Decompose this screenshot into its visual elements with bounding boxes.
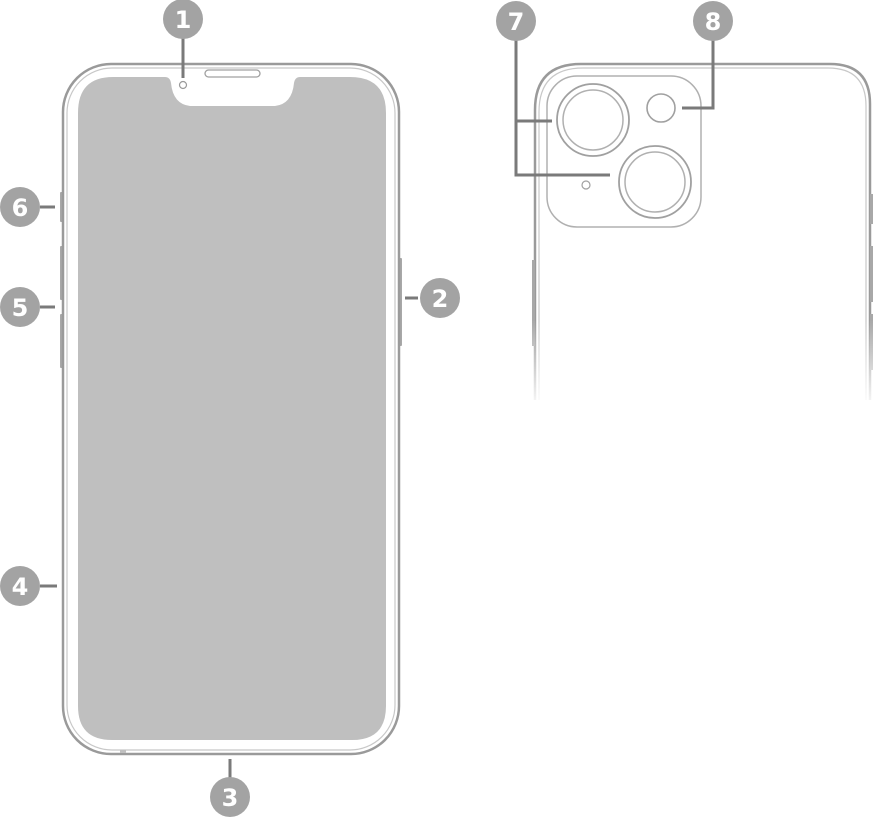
callout-4-number: 4 xyxy=(12,573,29,601)
callout-7-number: 7 xyxy=(508,8,525,36)
callout-3: 3 xyxy=(210,777,250,817)
back-frame-inner xyxy=(538,67,867,400)
back-fade xyxy=(525,320,875,410)
leader-7 xyxy=(514,119,610,177)
back-view xyxy=(525,62,875,410)
callout-2-number: 2 xyxy=(432,285,449,313)
phone-frame-inner xyxy=(66,67,396,751)
rear-microphone xyxy=(581,180,591,190)
callout-1: 1 xyxy=(163,0,203,39)
callout-6: 6 xyxy=(0,187,40,227)
back-frame-outer xyxy=(533,62,872,400)
leader-lines xyxy=(40,32,715,778)
callout-3-number: 3 xyxy=(222,784,239,812)
back-volume-button xyxy=(532,260,535,346)
rear-camera-wide-inner xyxy=(562,89,624,151)
flash xyxy=(646,93,676,123)
front-camera xyxy=(178,80,188,90)
earpiece-speaker xyxy=(204,69,261,78)
back-side-switch xyxy=(870,194,873,224)
screen xyxy=(78,77,386,740)
callout-5: 5 xyxy=(0,287,40,327)
front-view xyxy=(60,62,402,756)
callout-4: 4 xyxy=(0,566,40,606)
callout-2: 2 xyxy=(420,278,460,318)
callout-7: 7 xyxy=(496,1,536,41)
callout-6-number: 6 xyxy=(12,194,29,222)
rear-camera-ultrawide-inner xyxy=(624,151,686,213)
callouts: 1 2 3 4 5 6 7 8 xyxy=(0,0,733,817)
back-side-button xyxy=(870,246,873,302)
callout-8: 8 xyxy=(693,1,733,41)
bottom-antenna-mark xyxy=(120,750,126,753)
callout-8-number: 8 xyxy=(705,8,722,36)
leader-8 xyxy=(682,38,715,110)
callout-5-number: 5 xyxy=(12,294,29,322)
callout-1-number: 1 xyxy=(175,6,192,34)
